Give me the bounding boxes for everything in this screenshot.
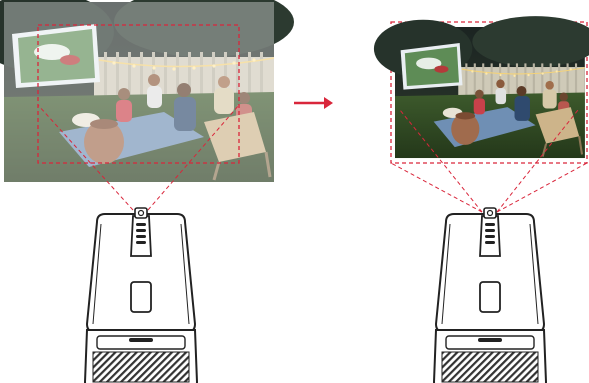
projector-icon bbox=[434, 208, 546, 383]
before-scene-image bbox=[0, 0, 294, 182]
after-scene-image bbox=[374, 16, 589, 158]
after-beam-left bbox=[391, 163, 482, 212]
before-panel bbox=[0, 0, 294, 210]
projector-icon bbox=[85, 208, 197, 383]
after-panel bbox=[374, 16, 589, 212]
after-beam-right bbox=[497, 163, 587, 212]
arrow-right-icon bbox=[294, 97, 333, 109]
